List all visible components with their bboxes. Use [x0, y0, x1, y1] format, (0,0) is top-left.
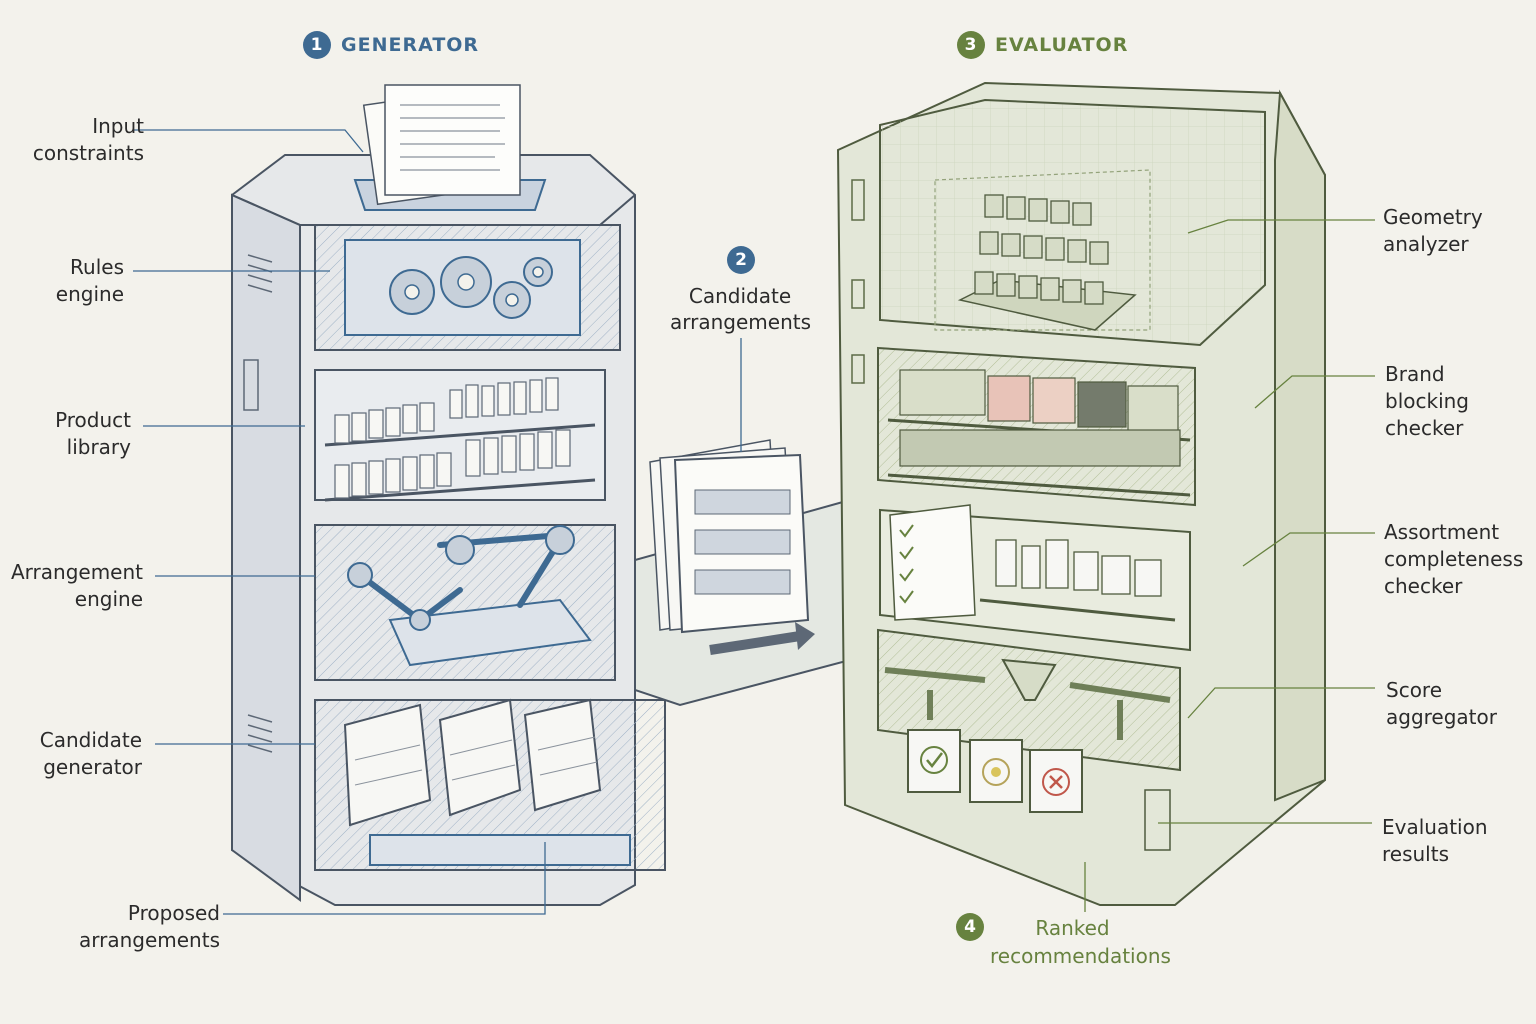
- step-4-badge: 4: [956, 913, 984, 941]
- fail-icon: [1042, 768, 1070, 796]
- brand-blocking-checker: [877, 346, 1196, 507]
- label-product-library: Product library: [55, 408, 131, 459]
- step-1-title: GENERATOR: [341, 34, 480, 56]
- leader-lines: [133, 129, 1375, 915]
- geometry-analyzer: [879, 98, 1266, 347]
- candidate-generator: [314, 698, 666, 871]
- step-4-label: Ranked recommendations: [990, 916, 1171, 968]
- step-1-badge: 1: [303, 31, 331, 59]
- label-arrangement-engine: Arrangement engine: [10, 560, 143, 611]
- neutral-icon: [982, 758, 1010, 786]
- product-library: [314, 369, 606, 502]
- step-2-label: Candidate arrangements: [670, 284, 812, 334]
- step-3-title: EVALUATOR: [995, 34, 1129, 56]
- step-2-badge: 2: [727, 246, 755, 274]
- label-geometry-analyzer: Geometry analyzer: [1383, 205, 1483, 256]
- label-assortment-completeness-checker: Assortment completeness checker: [1384, 520, 1524, 598]
- label-proposed-arrangements: Proposed arrangements: [78, 901, 220, 952]
- step-3-badge: 3: [957, 31, 985, 59]
- generator-cabinet: [231, 84, 666, 906]
- arrangement-engine: [314, 524, 616, 681]
- evaluator-cabinet: [836, 81, 1326, 906]
- input-constraints-tray: [353, 84, 547, 211]
- label-rules-engine: Rules engine: [55, 255, 124, 306]
- label-evaluation-results: Evaluation results: [1382, 815, 1488, 866]
- pass-icon: [920, 746, 948, 774]
- rules-engine: [314, 224, 621, 351]
- candidate-arrangements-sheets: [649, 439, 810, 634]
- label-input-constraints: Input constraints: [32, 114, 144, 165]
- label-brand-blocking-checker: Brand blocking checker: [1385, 362, 1469, 440]
- step-1-header: 1 GENERATOR: [303, 31, 479, 59]
- assortment-completeness-checker: [879, 504, 1191, 652]
- label-score-aggregator: Score aggregator: [1386, 678, 1497, 729]
- step-3-header: 3 EVALUATOR: [957, 31, 1128, 59]
- label-candidate-generator: Candidate generator: [39, 728, 142, 779]
- evaluation-result-cards: [907, 729, 1083, 813]
